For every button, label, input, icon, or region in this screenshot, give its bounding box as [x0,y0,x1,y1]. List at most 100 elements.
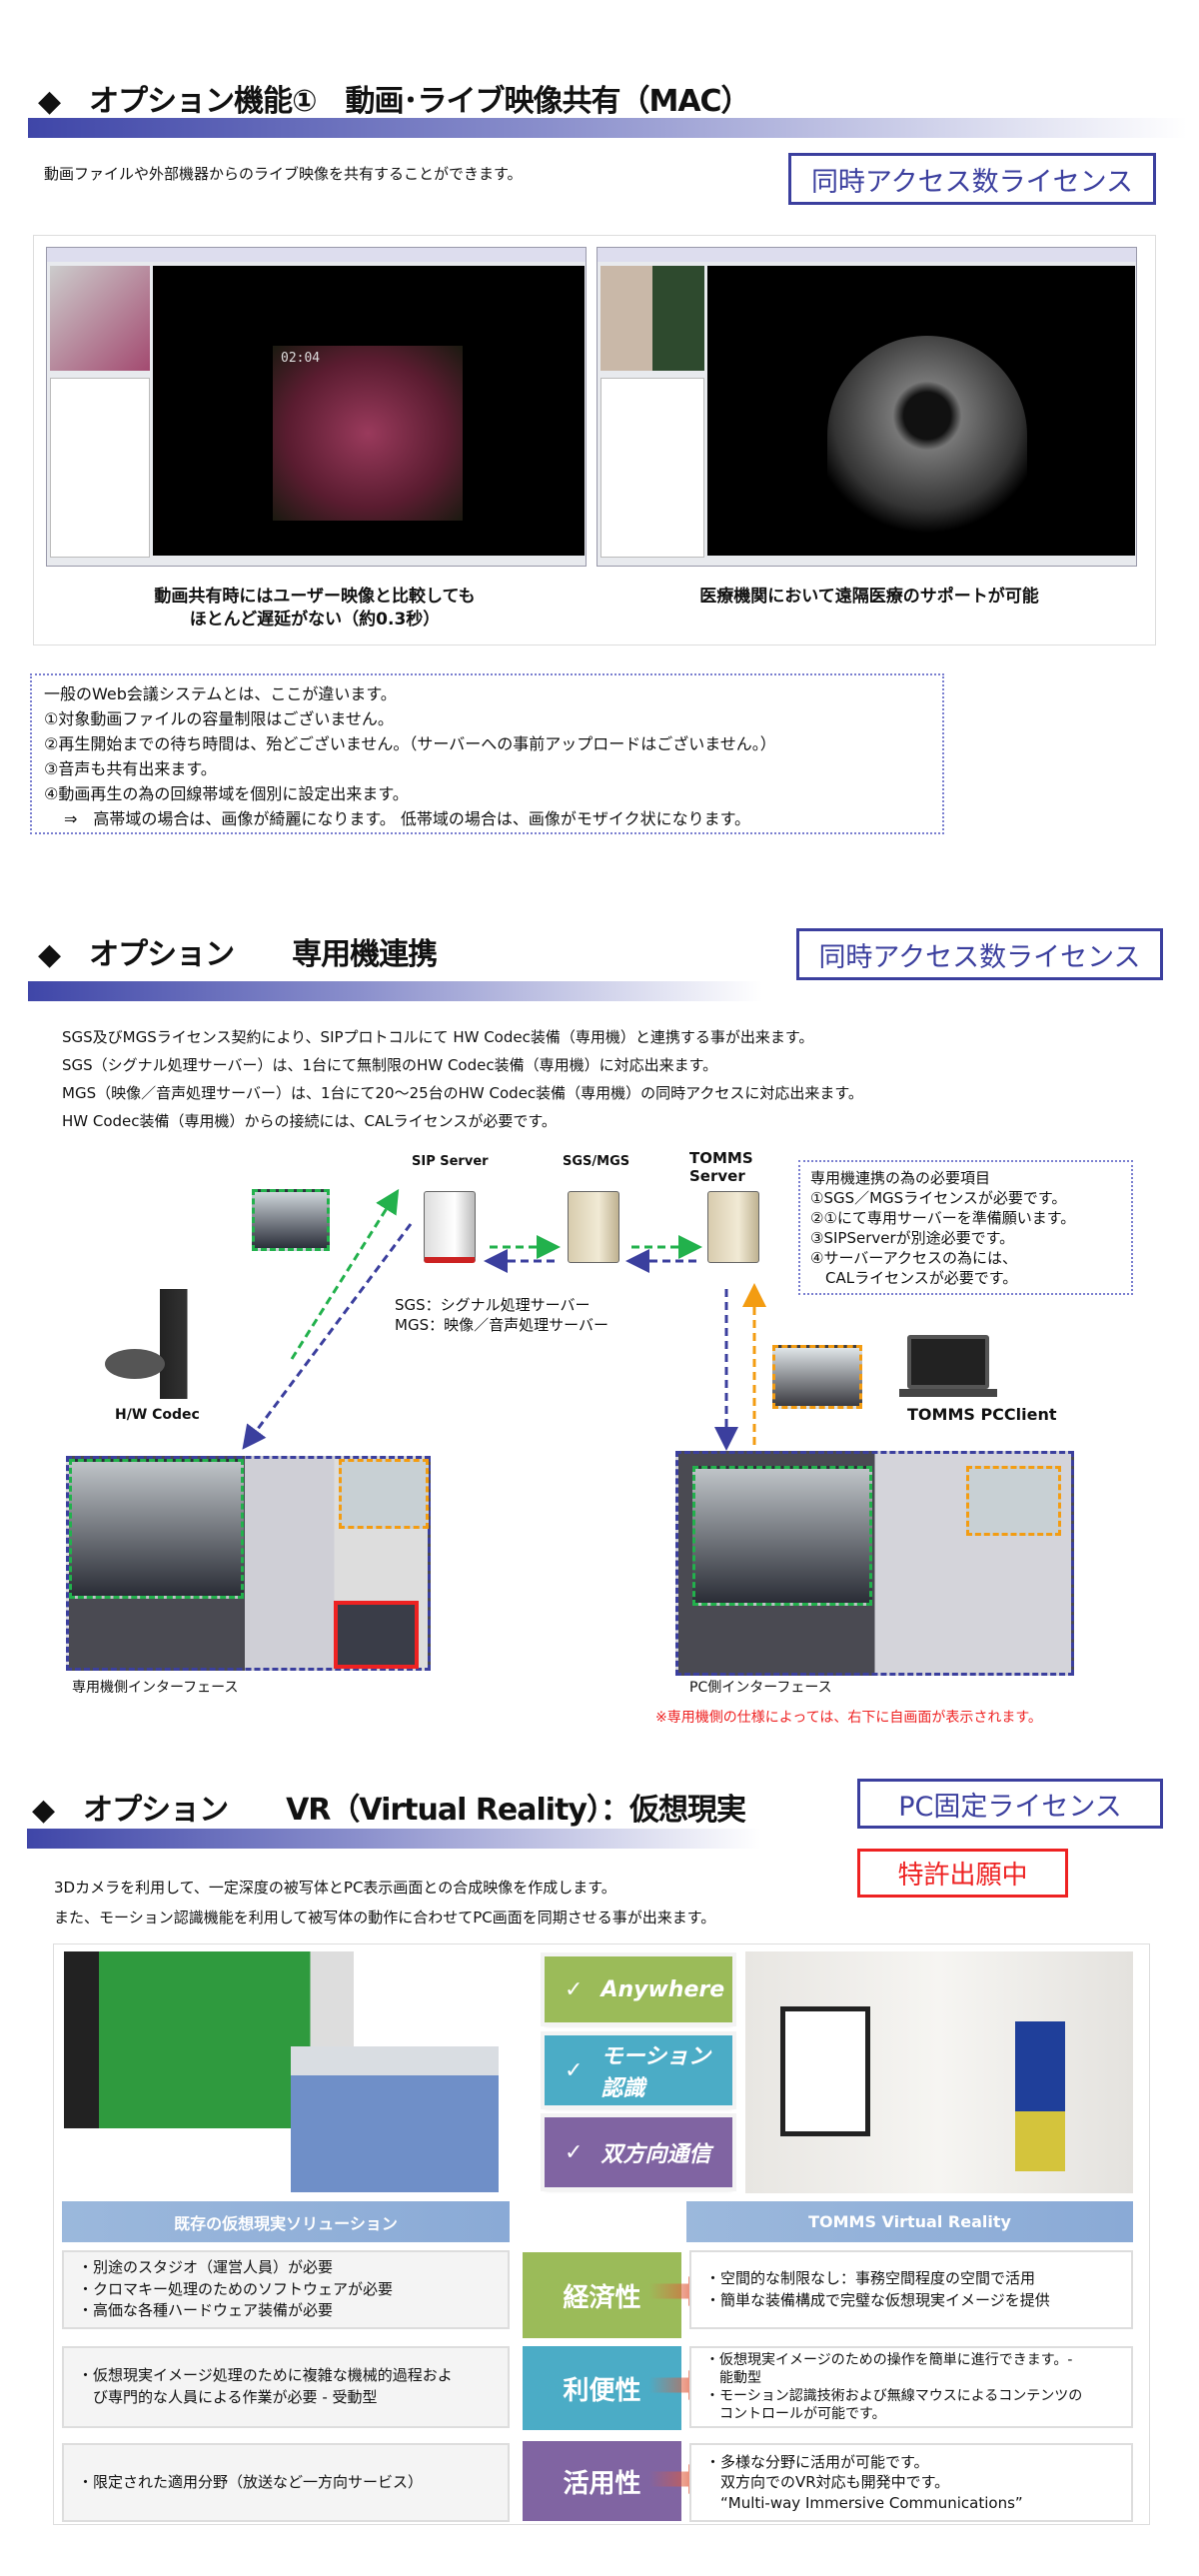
participant-thumbnail-green [252,1189,330,1251]
note-line: 一般のWeb会議システムとは、ここが違います。 [44,684,397,703]
note-line: ⇒ 高帯域の場合は、画像が綺麗になります。 低帯域の場合は、画像がモザイク状にな… [64,809,750,828]
req-line: ②①にて専用サーバーを準備願います。 [810,1209,1076,1227]
title-underline [28,118,1187,138]
cell-line: 双方向でのVR対応も開発中です。 [705,2473,950,2492]
laptop-base [899,1389,997,1397]
section2-title: ◆ オプション 専用機連携 [38,937,438,972]
license-badge: 同時アクセス数ライセンス [796,928,1163,980]
label-line: Server [689,1167,745,1185]
desc-line: SGS及びMGSライセンス契約により、SIPプロトコルにて HW Codec装備… [62,1028,814,1046]
economy-label: 経済性 [523,2252,681,2338]
section3-description: 3Dカメラを利用して、一定深度の被写体とPC表示画面との合成映像を作成します。 … [54,1873,715,1932]
existing-convenience: ・仮想現実イメージ処理のために複雑な機械的過程およ び専門的な人員による作業が必… [62,2346,510,2428]
pc-user-tile [339,1459,429,1529]
sgs-mgs-label: SGS/MGS [563,1154,630,1169]
req-line: ①SGS／MGSライセンスが必要です。 [810,1189,1067,1207]
section1-subtitle: 動画ファイルや外部機器からのライブ映像を共有することができます。 [44,165,523,183]
app-menubar [598,248,1136,262]
vr-frame [53,1943,1150,2525]
presenter [1015,2021,1065,2171]
sgs-mgs-server-icon [568,1191,619,1263]
desc-line: 3Dカメラを利用して、一定深度の被写体とPC表示画面との合成映像を作成します。 [54,1879,616,1897]
user-video-thumbnail [50,266,150,371]
main-speaker-tile [692,1466,872,1606]
label-line: TOMMS [689,1149,753,1167]
cell-line: ・モーション認識技術および無線マウスによるコンテンツの [705,2388,1083,2404]
desc-line: SGS（シグナル処理サーバー）は、1台にて無制限のHW Codec装備（専用機）… [62,1056,718,1074]
section1-title: ◆ オプション機能① 動画･ライブ映像共有（MAC） [38,84,751,119]
feature-label: モーション認識 [600,2044,710,2101]
req-line: ③SIPServerが別途必要です。 [810,1229,1015,1247]
file-list-panel [50,378,150,558]
desc-line: また、モーション認識機能を利用して被写体の動作に合わせてPC画面を同期させる事が… [54,1909,716,1927]
license-badge: PC固定ライセンス [857,1779,1163,1829]
section2-description: SGS及びMGSライセンス契約により、SIPプロトコルにて HW Codec装備… [62,1023,863,1135]
self-view-tile [334,1601,419,1669]
tomms-convenience: ・仮想現実イメージのための操作を簡単に進行できます。- 能動型・モーション認識技… [689,2346,1133,2428]
shared-video: 02:04 [153,266,585,556]
existing-utility: ・限定された適用分野（放送など一方向サービス） [62,2443,510,2522]
video-frame [273,346,463,521]
cell-line: ・空間的な制限なし：事務空間程度の空間で活用 [705,2268,1036,2287]
feature-label: 双方向通信 [600,2142,711,2167]
tomms-vr-header: TOMMS Virtual Reality [686,2201,1133,2242]
blue-studio-photo [291,2046,499,2192]
pc-client-label: TOMMS PCClient [907,1405,1057,1424]
desc-line: MGS（映像／音声処理サーバー）は、1台にて20～25台のHW Codec装備（… [62,1084,863,1102]
title-underline [27,1829,761,1849]
cell-line: ・別途のスタジオ（運営人員）が必要 [78,2257,334,2276]
hw-interface-label: 専用機側インターフェース [72,1680,239,1696]
tomms-economy: ・空間的な制限なし：事務空間程度の空間で活用・簡単な装備構成で完璧な仮想現実イメ… [689,2250,1133,2329]
ultrasound-video [707,266,1135,556]
req-line: 専用機連携の為の必要項目 [810,1169,991,1187]
check-icon: ✓ [565,1976,584,2002]
cell-line: ・簡単な装備構成で完璧な仮想現実イメージを提供 [705,2290,1050,2309]
cell-line: ・仮想現実イメージのための操作を簡単に進行できます。- [705,2351,1073,2368]
participant-thumbnail-orange [772,1345,862,1409]
cell-line: ・仮想現実イメージ処理のために複雑な機械的過程およ [78,2366,453,2385]
pc-interface [675,1451,1074,1676]
feature-anywhere: ✓ Anywhere [545,1956,732,2022]
note-line: ④動画再生の為の回線帯域を個別に設定出来ます。 [44,784,409,803]
server-legend: SGS：シグナル処理サーバー MGS：映像／音声処理サーバー [395,1295,608,1335]
tomms-server-icon [707,1191,759,1263]
license-badge: 同時アクセス数ライセンス [788,153,1156,205]
main-speaker-tile [69,1459,244,1599]
sip-server-label: SIP Server [412,1154,489,1169]
caption-right: 医療機関において遠隔医療のサポートが可能 [699,587,1039,607]
pc-interface-label: PC側インターフェース [689,1680,832,1696]
hw-codec-label: H/W Codec [115,1407,200,1423]
tomms-utility: ・多様な分野に活用が可能です。 双方向でのVR対応も開発中です。 “Multi-… [689,2443,1133,2522]
display-screen [780,2006,870,2136]
cell-line: コントロールが可能です。 [705,2406,886,2423]
caption-left-line1: 動画共有時にはユーザー映像と比較しても [154,587,476,607]
feature-label: Anywhere [600,1976,725,2002]
requirements-box: 専用機連携の為の必要項目 ①SGS／MGSライセンスが必要です。 ②①にて専用サ… [798,1160,1133,1295]
legend-line: SGS：シグナル処理サーバー [395,1296,591,1314]
ultrasound-image [827,336,1027,536]
differences-box: 一般のWeb会議システムとは、ここが違います。 ①対象動画ファイルの容量制限はご… [30,673,944,834]
self-view-note: ※専用機側の仕様によっては、右下に自画面が表示されます。 [655,1710,1042,1726]
vr-presenter-photo [745,1951,1133,2193]
req-line: CALライセンスが必要です。 [810,1269,1018,1287]
laptop-icon [907,1335,989,1389]
hw-codec-interface [66,1456,431,1671]
user-video-thumbnails [600,266,704,371]
app-screenshot-video: 02:04 [46,247,587,567]
check-icon: ✓ [565,2139,584,2165]
cell-line: ・限定された適用分野（放送など一方向サービス） [78,2472,424,2491]
caption-left-line2: ほとんど遅延がない（約0.3秒） [189,610,441,630]
cell-line: 能動型 [705,2369,761,2386]
patent-pending-badge: 特許出願中 [857,1849,1068,1898]
cell-line: ・クロマキー処理のためのソフトウェアが必要 [78,2279,394,2298]
legend-line: MGS：映像／音声処理サーバー [395,1316,608,1334]
note-line: ①対象動画ファイルの容量制限はございません。 [44,709,394,728]
desc-line: HW Codec装備（専用機）からの接続には、CALライセンスが必要です。 [62,1112,557,1130]
pc-user-tile [966,1466,1061,1536]
hw-codec-device-image [105,1289,215,1399]
check-icon: ✓ [565,2057,584,2083]
title-underline [28,981,762,1001]
existing-solutions-header: 既存の仮想現実ソリューション [62,2201,510,2242]
cell-line: “Multi-way Immersive Communications” [705,2493,1023,2512]
